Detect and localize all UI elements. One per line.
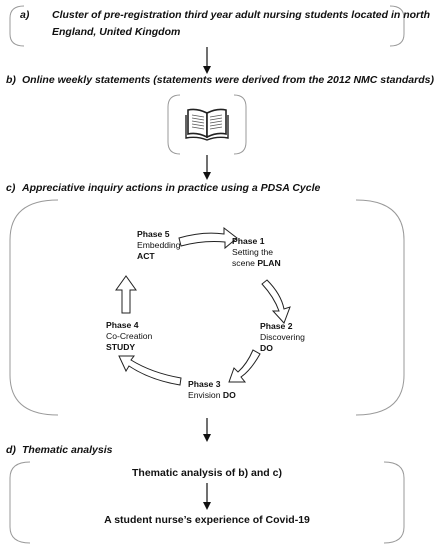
phase-4-line1: Co-Creation (106, 331, 153, 341)
open-book-icon (185, 108, 229, 141)
step-a-text: Cluster of pre-registration third year a… (52, 9, 431, 21)
result-thematic-analysis: Thematic analysis of b) and c) (132, 467, 282, 479)
phase-4-action: STUDY (106, 342, 136, 352)
step-b-marker: b) (6, 74, 16, 86)
phase-1-action: PLAN (257, 258, 281, 268)
step-c-marker: c) (6, 182, 16, 194)
step-d-marker: d) (6, 444, 16, 456)
step-a-text-line2: England, United Kingdom (52, 26, 181, 38)
bracket-d-right (383, 461, 405, 544)
phase-3-line1: Envision (188, 390, 221, 400)
bracket-c-left (9, 199, 59, 416)
cycle-arrow-2-3 (228, 349, 261, 383)
bracket-book-right (233, 94, 247, 155)
result-student-experience: A student nurse’s experience of Covid-19 (104, 514, 310, 526)
cycle-arrow-1-2 (261, 279, 291, 324)
phase-1: Phase 1 Setting the scene PLAN (232, 236, 281, 269)
cycle-arrow-5-1 (178, 226, 238, 250)
step-a-marker: a) (20, 9, 30, 21)
phase-3: Phase 3 Envision DO (188, 379, 236, 401)
phase-2: Phase 2 Discovering DO (260, 321, 305, 354)
phase-4: Phase 4 Co-Creation STUDY (106, 320, 152, 353)
bracket-c-right (355, 199, 405, 416)
step-d-text: Thematic analysis (22, 444, 113, 456)
phase-1-title: Phase 1 (232, 236, 265, 246)
phase-5-action: ACT (137, 251, 155, 261)
phase-4-title: Phase 4 (106, 320, 139, 330)
phase-5-line1: Embedding (137, 240, 181, 250)
flow-diagram-lines (9, 5, 405, 544)
bracket-a-right (389, 5, 405, 47)
phase-2-line1: Discovering (260, 332, 305, 342)
bracket-d-left (9, 461, 31, 544)
phase-5: Phase 5 Embedding ACT (137, 229, 180, 262)
phase-3-title: Phase 3 (188, 379, 221, 389)
phase-2-title: Phase 2 (260, 321, 293, 331)
phase-1-line2: scene (232, 258, 255, 268)
step-c-text: Appreciative inquiry actions in practice… (22, 182, 321, 194)
cycle-arrow-3-4 (118, 355, 182, 386)
phase-5-title: Phase 5 (137, 229, 170, 239)
phase-1-line1: Setting the (232, 247, 274, 257)
step-b-text: Online weekly statements (statements wer… (22, 74, 434, 86)
phase-3-action: DO (222, 390, 236, 400)
bracket-a (9, 5, 25, 47)
phase-2-action: DO (260, 343, 273, 353)
bracket-book-left (167, 94, 181, 155)
cycle-arrow-4-5 (115, 275, 137, 314)
